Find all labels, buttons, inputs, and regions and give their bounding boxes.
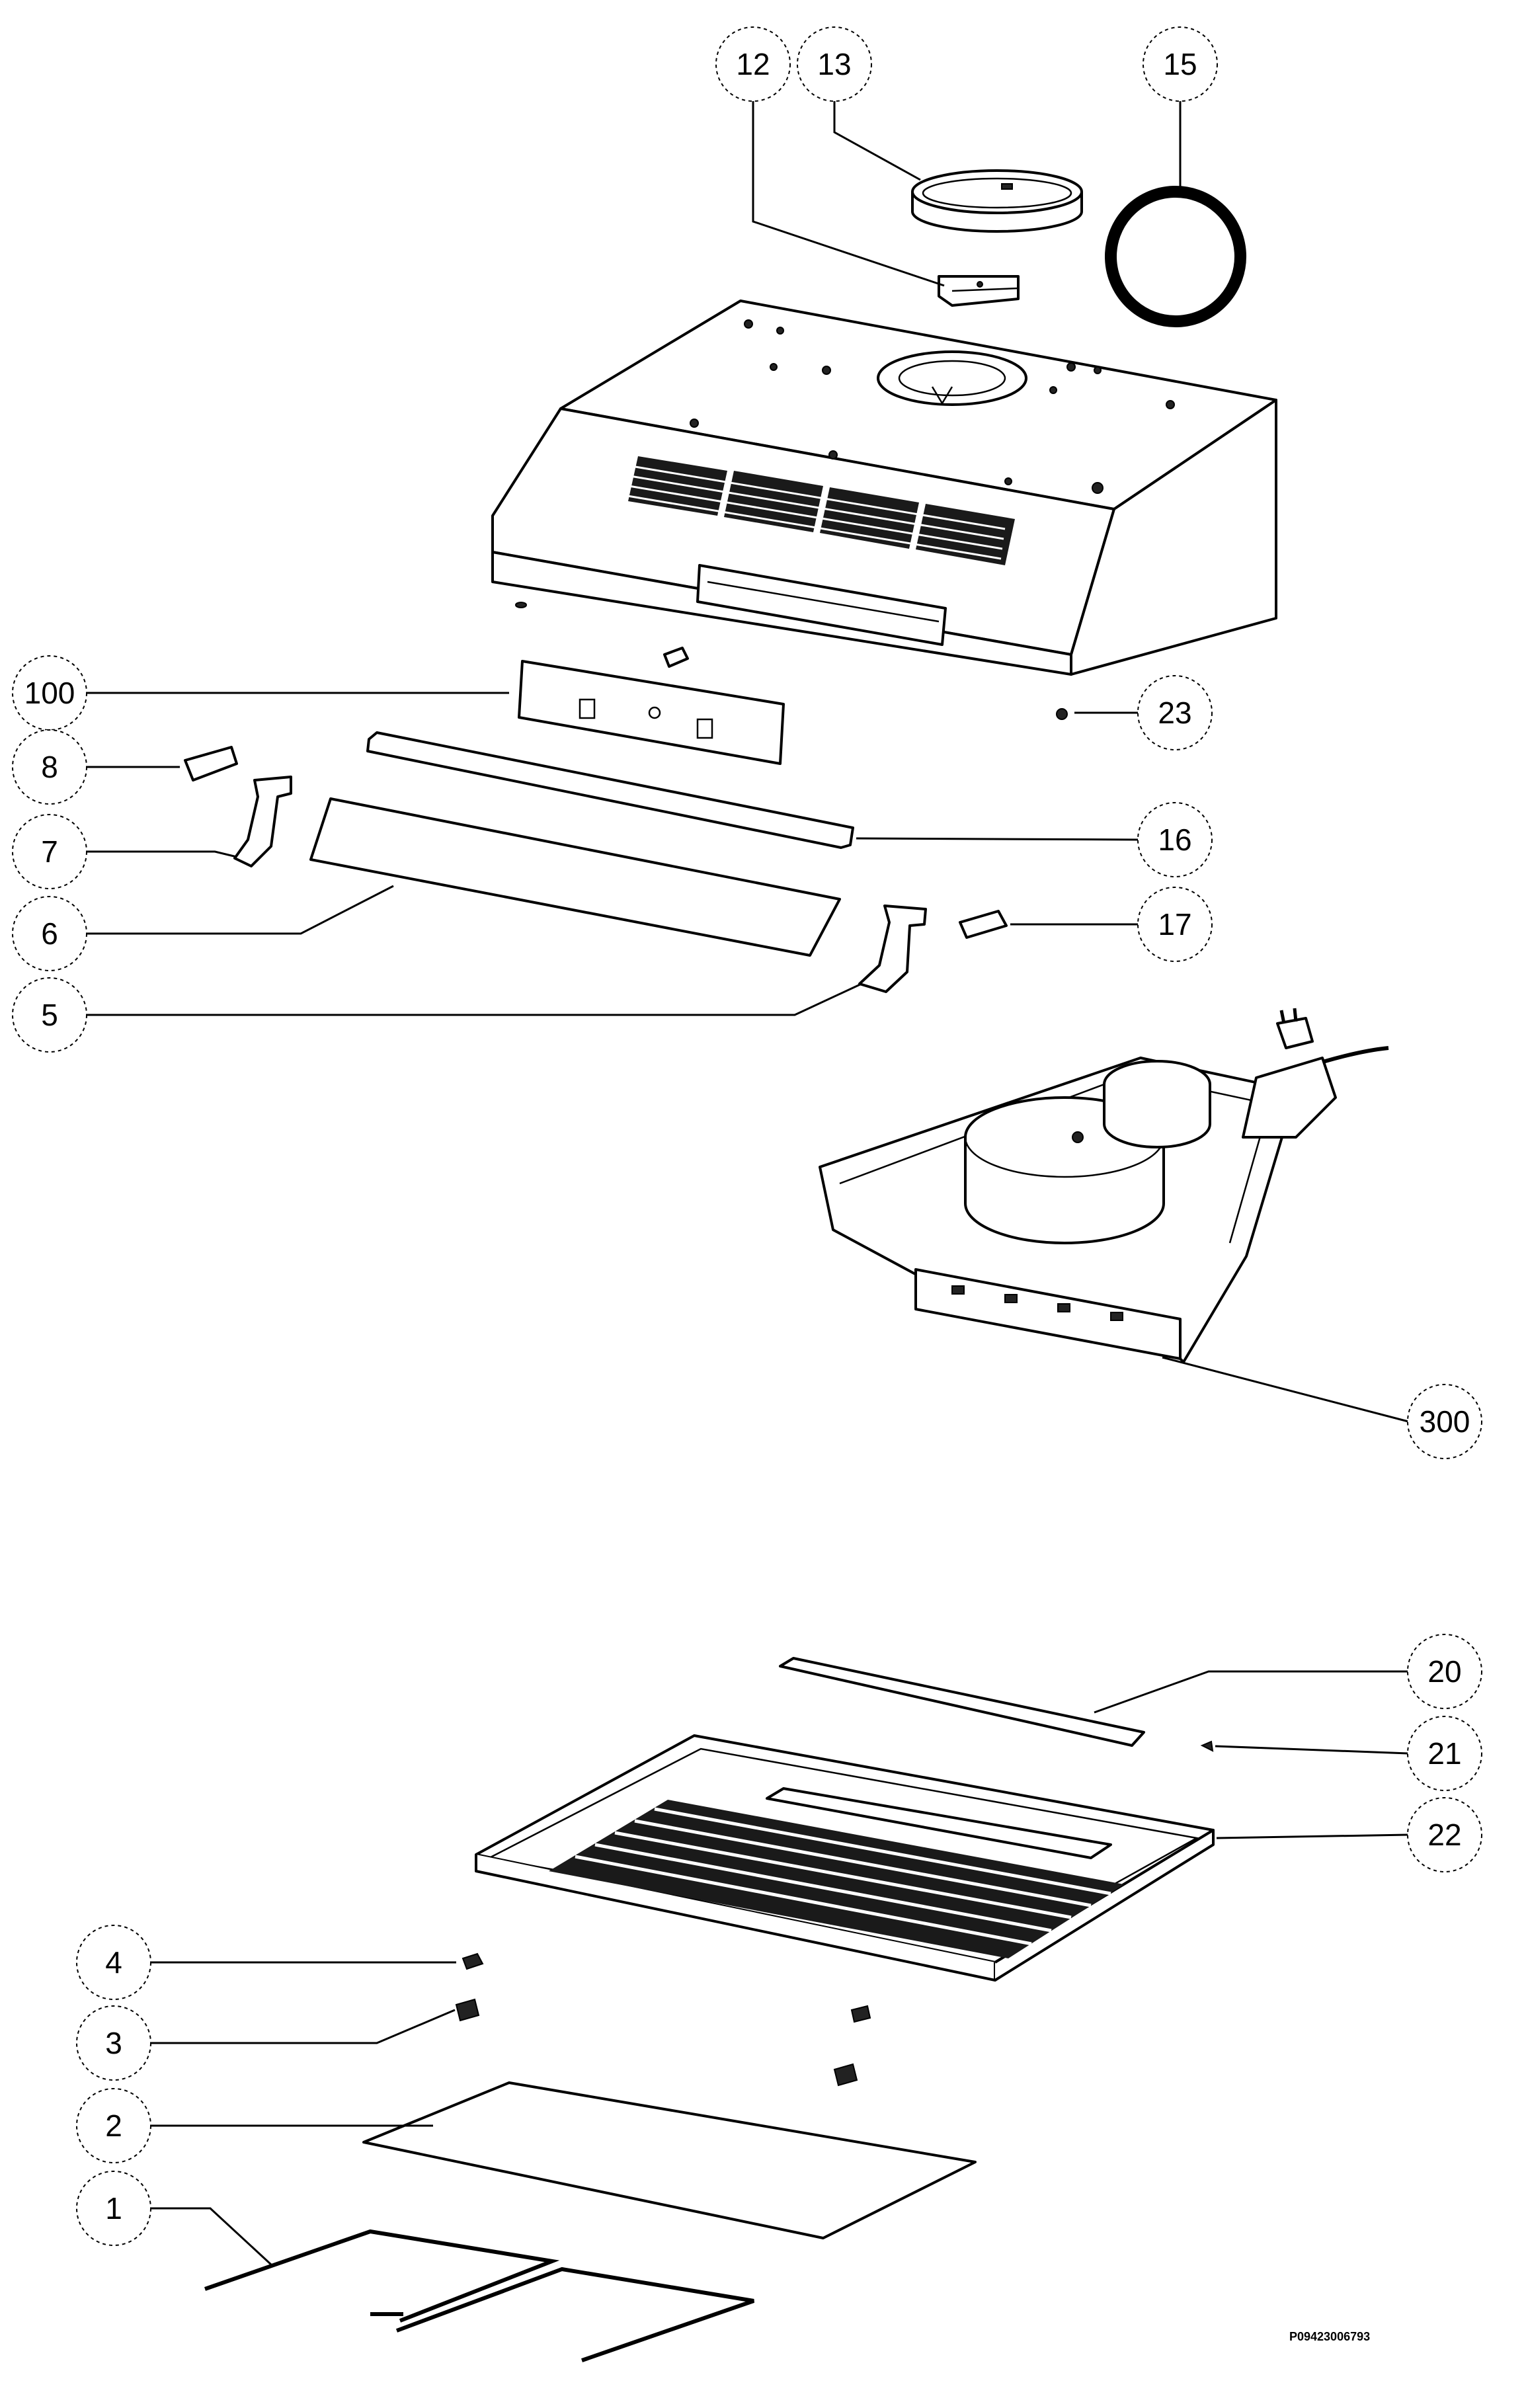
callout-100: 100 (12, 655, 87, 731)
part-5-bracket (858, 904, 927, 993)
hood-body (491, 300, 1277, 676)
callout-22: 22 (1407, 1797, 1482, 1872)
callout-16: 16 (1137, 802, 1213, 877)
part-4-clip (462, 1952, 484, 1970)
part-100-control-panel (518, 647, 785, 765)
svg-text:1: 1 (105, 2191, 122, 2226)
callout-2: 2 (76, 2088, 151, 2163)
part-7-bracket (233, 776, 292, 867)
svg-text:8: 8 (41, 750, 58, 784)
svg-text:6: 6 (41, 916, 58, 951)
svg-text:7: 7 (41, 834, 58, 869)
part-12-bracket (938, 275, 1020, 307)
part-16-profile-rod (366, 731, 854, 849)
part-6-front-panel (309, 797, 841, 957)
svg-text:15: 15 (1163, 47, 1197, 81)
svg-text:21: 21 (1427, 1736, 1461, 1771)
svg-text:100: 100 (24, 676, 75, 710)
svg-text:16: 16 (1158, 823, 1191, 857)
svg-text:4: 4 (105, 1945, 122, 1980)
part-21-screw (1200, 1740, 1214, 1752)
part-22-filter-tray (475, 1734, 1215, 1982)
svg-text:22: 22 (1427, 1818, 1461, 1852)
part-3-clip-left (455, 1998, 480, 2022)
callout-13: 13 (797, 26, 872, 102)
callout-300: 300 (1407, 1384, 1482, 1459)
svg-text:2: 2 (105, 2108, 122, 2143)
part-2-filter-pad (362, 2081, 977, 2239)
part-3-clip-right-lower (833, 2063, 858, 2087)
callout-4: 4 (76, 1925, 151, 2000)
callouts: 12 13 15 100 23 8 16 7 6 17 5 300 20 21 … (12, 26, 1482, 2246)
callout-23: 23 (1137, 675, 1213, 750)
callout-20: 20 (1407, 1634, 1482, 1709)
callout-15: 15 (1143, 26, 1218, 102)
callout-3: 3 (76, 2005, 151, 2081)
svg-text:23: 23 (1158, 696, 1191, 730)
callout-12: 12 (715, 26, 791, 102)
part-23-screw (1056, 708, 1068, 720)
callout-21: 21 (1407, 1716, 1482, 1791)
part-17-clip (959, 910, 1008, 939)
callout-6: 6 (12, 896, 87, 971)
leader-lines (86, 94, 1409, 2266)
svg-text:12: 12 (736, 47, 770, 81)
callout-8: 8 (12, 729, 87, 805)
callout-5: 5 (12, 977, 87, 1053)
part-8-clip (184, 746, 238, 782)
callout-1: 1 (76, 2171, 151, 2246)
svg-text:3: 3 (105, 2026, 122, 2060)
svg-text:5: 5 (41, 998, 58, 1032)
part-15-sealing-ring (1105, 186, 1246, 327)
svg-text:300: 300 (1420, 1404, 1470, 1439)
drawing-code: P09423006793 (1289, 2330, 1370, 2343)
callout-7: 7 (12, 814, 87, 889)
part-1-wire-frames (204, 2229, 754, 2362)
svg-text:17: 17 (1158, 907, 1191, 942)
svg-text:20: 20 (1427, 1654, 1461, 1689)
callout-17: 17 (1137, 887, 1213, 962)
part-300-motor-unit (819, 1008, 1389, 1363)
part-13-duct-collar (911, 169, 1083, 233)
part-3-clip-right-upper (850, 2005, 871, 2023)
part-20-light-cover (779, 1657, 1145, 1747)
svg-text:13: 13 (817, 47, 851, 81)
